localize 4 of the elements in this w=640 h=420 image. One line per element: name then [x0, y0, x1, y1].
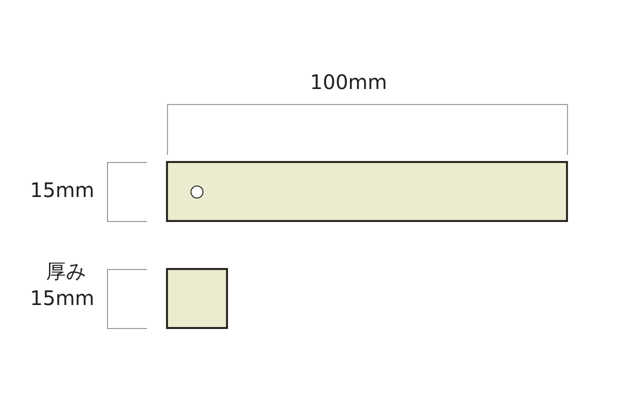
thickness-label: 厚み: [46, 259, 86, 283]
dimension-label: 15mm: [30, 178, 94, 202]
dimension-label: 100mm: [310, 70, 388, 94]
dimension-label: 15mm: [30, 286, 94, 310]
